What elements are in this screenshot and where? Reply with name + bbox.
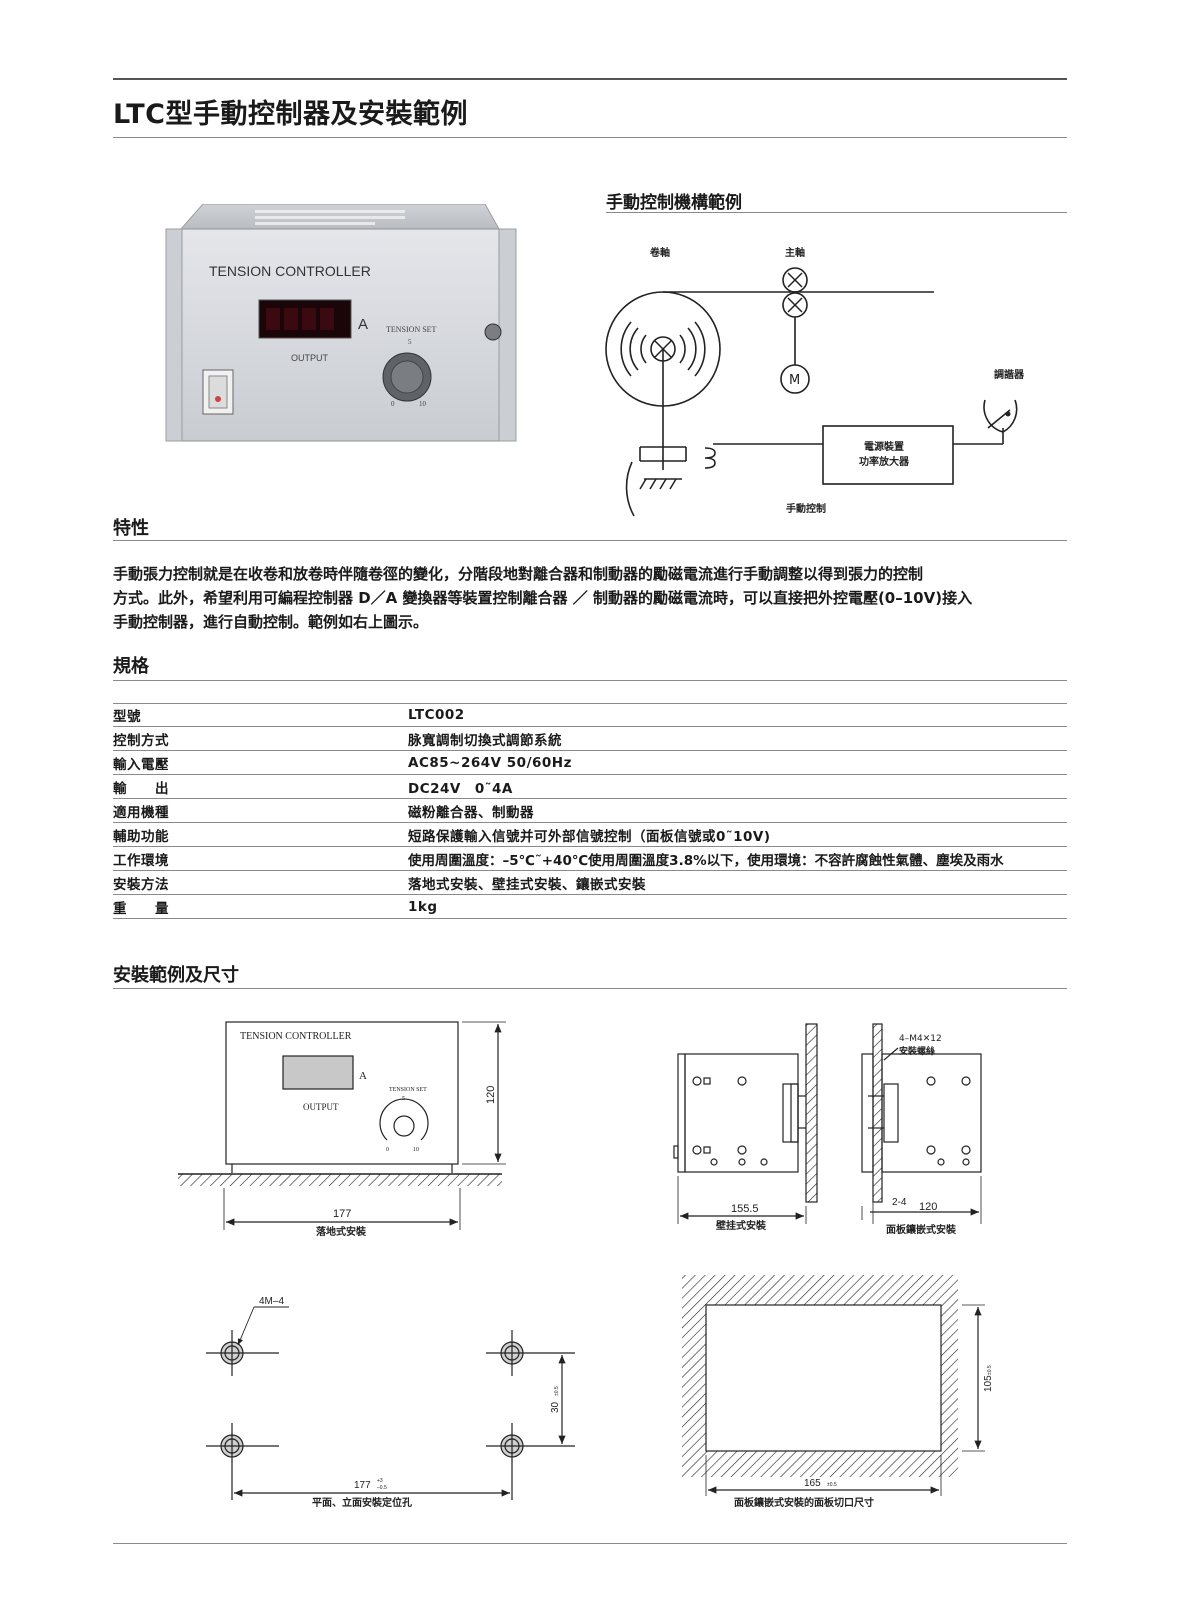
floor-caption: 落地式安裝 (316, 1225, 367, 1238)
photo-knob-max: 10 (419, 400, 427, 408)
install-rule (113, 988, 1067, 989)
panel-caption: 面板鑲嵌式安裝 (886, 1223, 957, 1236)
table-row: 適用機種磁粉離合器、制動器 (113, 798, 1067, 823)
photo-knob-min: 0 (391, 400, 395, 408)
spec-key: 工作環境 (113, 846, 408, 871)
wall-mount-drawing (673, 1023, 818, 1224)
hole-label: 4M–4 (259, 1296, 284, 1307)
photo-knob-label: TENSION SET (386, 325, 437, 334)
table-row: 輔助功能短路保護輸入信號并可外部信號控制（面板信號或0˜10V) (113, 822, 1067, 847)
floor-mount-drawing (178, 1021, 506, 1230)
spec-value: 脉寬調制切換式調節系統 (408, 726, 1067, 751)
holes-dim-vertical: 30 (550, 1401, 561, 1413)
features-paragraph: 手動張力控制就是在收卷和放卷時伴隨卷徑的變化，分階段地對離合器和制動器的勵磁電流… (113, 562, 1073, 634)
hole-layout-drawing (206, 1306, 575, 1500)
floor-output: OUTPUT (303, 1102, 339, 1112)
features-heading: 特性 (113, 518, 149, 539)
spec-value: LTC002 (408, 703, 1067, 727)
spec-value: 短路保護輸入信號并可外部信號控制（面板信號或0˜10V) (408, 822, 1067, 847)
photo-display-unit: A (358, 316, 368, 333)
spec-key: 輸入電壓 (113, 750, 408, 775)
floor-knob-label: TENSION SET (389, 1087, 427, 1093)
cutout-dim-height: 105 (983, 1375, 994, 1392)
photo-brand-text: TENSION CONTROLLER (209, 263, 371, 279)
spec-value: AC85~264V 50/60Hz (408, 750, 1067, 775)
spec-value: 使用周圍溫度：–5℃˜+40℃使用周圍溫度3.8%以下，使用環境：不容許腐蝕性氣… (408, 846, 1067, 871)
motor-circle (780, 364, 810, 394)
page-title: LTC型手動控制器及安裝範例 (113, 99, 468, 130)
spindle-roller-top (782, 267, 808, 293)
panel-screw-line1: 4–M4✕12 (899, 1034, 942, 1044)
floor-dim-width: 177 (333, 1208, 351, 1220)
wall-dim-width: 155.5 (731, 1203, 759, 1215)
spec-key: 安裝方法 (113, 870, 408, 895)
features-line: 手動控制器，進行自動控制。範例如右上圖示。 (113, 613, 429, 631)
label-spindle: 主軸 (785, 246, 805, 259)
table-row: 安裝方法落地式安裝、壁挂式安裝、鑲嵌式安裝 (113, 870, 1067, 895)
spec-value: DC24V 0˜4A (408, 774, 1067, 799)
holes-tol-lower: –0.5 (377, 1485, 387, 1491)
cutout-drawing (682, 1275, 985, 1496)
features-line: 手動張力控制就是在收卷和放卷時伴隨卷徑的變化，分階段地對離合器和制動器的勵磁電流… (113, 565, 924, 583)
spec-value: 1kg (408, 894, 1067, 919)
spec-key: 控制方式 (113, 726, 408, 751)
mechanism-rule (606, 212, 1067, 213)
install-heading: 安裝範例及尺寸 (113, 965, 239, 986)
photo-knob-mid: 5 (408, 338, 412, 346)
specs-rule (113, 680, 1067, 681)
table-row: 工作環境使用周圍溫度：–5℃˜+40℃使用周圍溫度3.8%以下，使用環境：不容許… (113, 846, 1067, 871)
spec-key: 適用機種 (113, 798, 408, 823)
label-reel: 卷軸 (649, 246, 670, 259)
floor-knob-max: 10 (413, 1147, 419, 1153)
photo-output-label: OUTPUT (291, 353, 329, 363)
wall-caption: 壁挂式安裝 (716, 1219, 767, 1232)
spec-value: 落地式安裝、壁挂式安裝、鑲嵌式安裝 (408, 870, 1067, 895)
features-line: 方式。此外，希望利用可編程控制器 D／A 變換器等裝置控制離合器 ／ 制動器的勵… (113, 589, 973, 607)
floor-unit: A (359, 1070, 367, 1082)
reel-outer (605, 291, 721, 407)
spec-key: 輸 出 (113, 774, 408, 799)
table-row: 控制方式脉寬調制切換式調節系統 (113, 726, 1067, 751)
holes-tol-upper: +3 (377, 1478, 383, 1484)
holes-dim-vertical-tol: ±0.5 (554, 1386, 560, 1396)
panel-dim-gap: 2-4 (892, 1197, 907, 1208)
floor-knob-min: 0 (386, 1147, 389, 1153)
cutout-dim-width: 165 (804, 1478, 821, 1489)
label-manual: 手動控制 (786, 502, 826, 515)
cutout-dim-height-tol: ±0.5 (987, 1365, 993, 1375)
spec-key: 重 量 (113, 894, 408, 919)
holes-caption: 平面、立面安裝定位孔 (312, 1496, 412, 1509)
panel-dim-depth: 120 (919, 1201, 937, 1213)
features-rule (113, 540, 1067, 541)
spec-key: 輔助功能 (113, 822, 408, 847)
floor-knob-mid: 5 (402, 1096, 405, 1102)
holes-dim-width: 177 (354, 1480, 371, 1491)
product-photo: TENSION CONTROLLER A OUTPUT TENSION SET … (165, 204, 517, 442)
top-rule (113, 78, 1067, 80)
cutout-caption: 面板鑲嵌式安裝的面板切口尺寸 (734, 1496, 874, 1509)
floor-brand-text: TENSION CONTROLLER (240, 1031, 352, 1042)
label-motor: M (789, 373, 800, 388)
spec-value: 磁粉離合器、制動器 (408, 798, 1067, 823)
photo-screw (484, 323, 502, 341)
panel-screw-line2: 安裝螺絲 (899, 1045, 935, 1057)
label-adjuster: 調諧器 (994, 368, 1025, 381)
cutout-dim-width-tol: ±0.5 (827, 1482, 837, 1488)
power-amplifier-box (822, 425, 954, 485)
panel-mount-drawing (861, 1023, 982, 1224)
spindle-roller-bottom (782, 292, 808, 318)
power-box-line1: 電源裝置 (864, 440, 904, 453)
spec-key: 型號 (113, 703, 408, 727)
mechanism-title: 手動控制機構範例 (606, 193, 742, 213)
title-rule (113, 137, 1067, 138)
power-box-line2: 功率放大器 (859, 455, 910, 468)
specs-heading: 規格 (113, 656, 149, 677)
bottom-rule (113, 1543, 1067, 1544)
floor-dim-height: 120 (485, 1086, 497, 1104)
